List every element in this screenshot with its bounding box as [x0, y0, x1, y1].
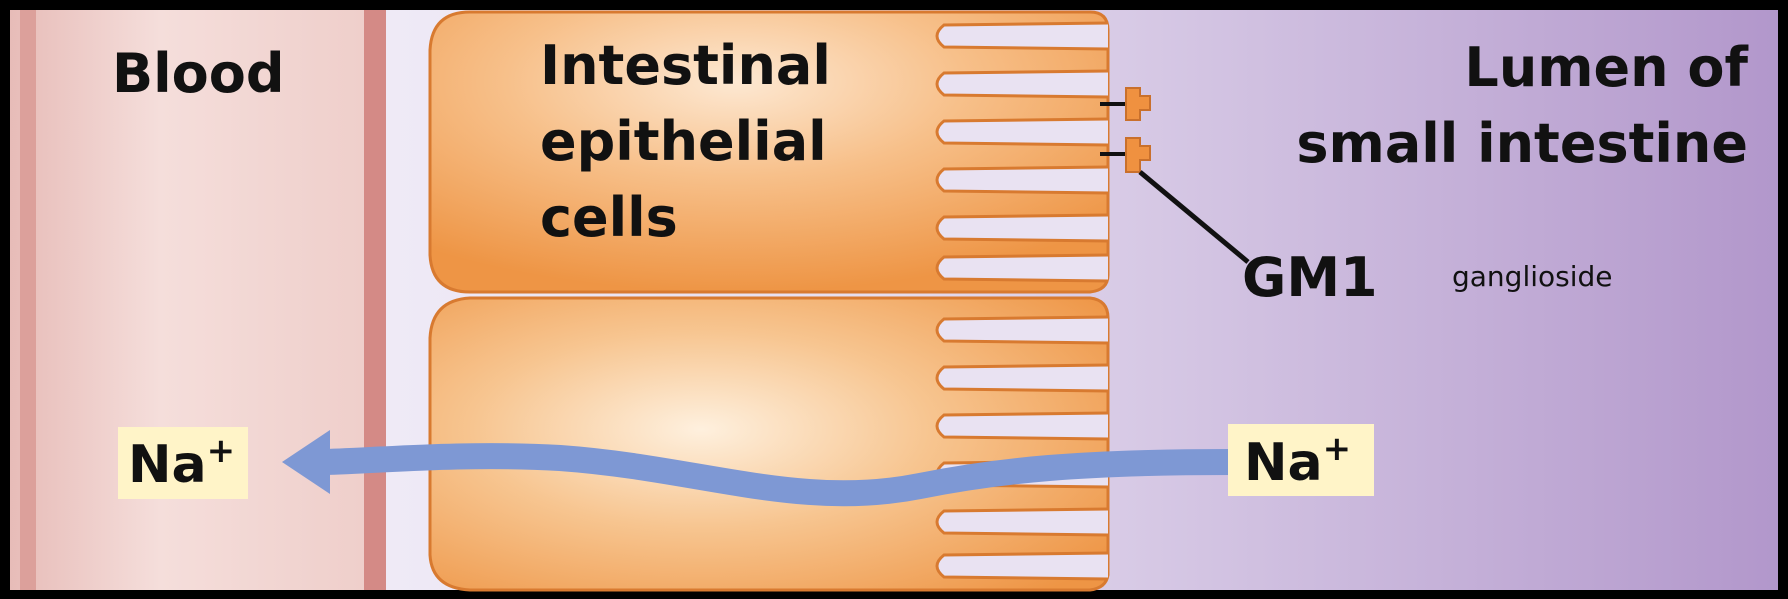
microvillus-gap: [937, 23, 1108, 49]
microvillus-gap: [937, 255, 1108, 281]
microvillus-gap: [937, 167, 1108, 193]
ion-right-charge: +: [1323, 429, 1352, 469]
microvillus-gap: [937, 317, 1108, 343]
epithelial-label-line1: Intestinal: [540, 34, 831, 97]
ion-right-symbol: Na: [1244, 433, 1323, 493]
microvillus-gap: [937, 215, 1108, 241]
microvillus-gap: [937, 365, 1108, 391]
microvillus-gap: [937, 509, 1108, 535]
ganglioside-label: ganglioside: [1452, 260, 1613, 293]
microvillus-gap: [937, 71, 1108, 97]
ion-left-symbol: Na: [128, 435, 207, 495]
lumen-label-line1: Lumen of: [1464, 36, 1748, 99]
blood-vessel-wall: [364, 10, 386, 590]
epithelial-label-line3: cells: [540, 186, 678, 249]
gm1-label: GM1: [1242, 246, 1378, 309]
epithelial-label-line2: epithelial: [540, 110, 827, 173]
blood-edge-left: [20, 10, 36, 590]
blood-label: Blood: [112, 42, 285, 105]
microvillus-gap: [937, 553, 1108, 579]
ion-left-charge: +: [207, 431, 236, 471]
lumen-label-line2: small intestine: [1296, 112, 1748, 175]
microvillus-gap: [937, 119, 1108, 145]
microvillus-gap: [937, 413, 1108, 439]
